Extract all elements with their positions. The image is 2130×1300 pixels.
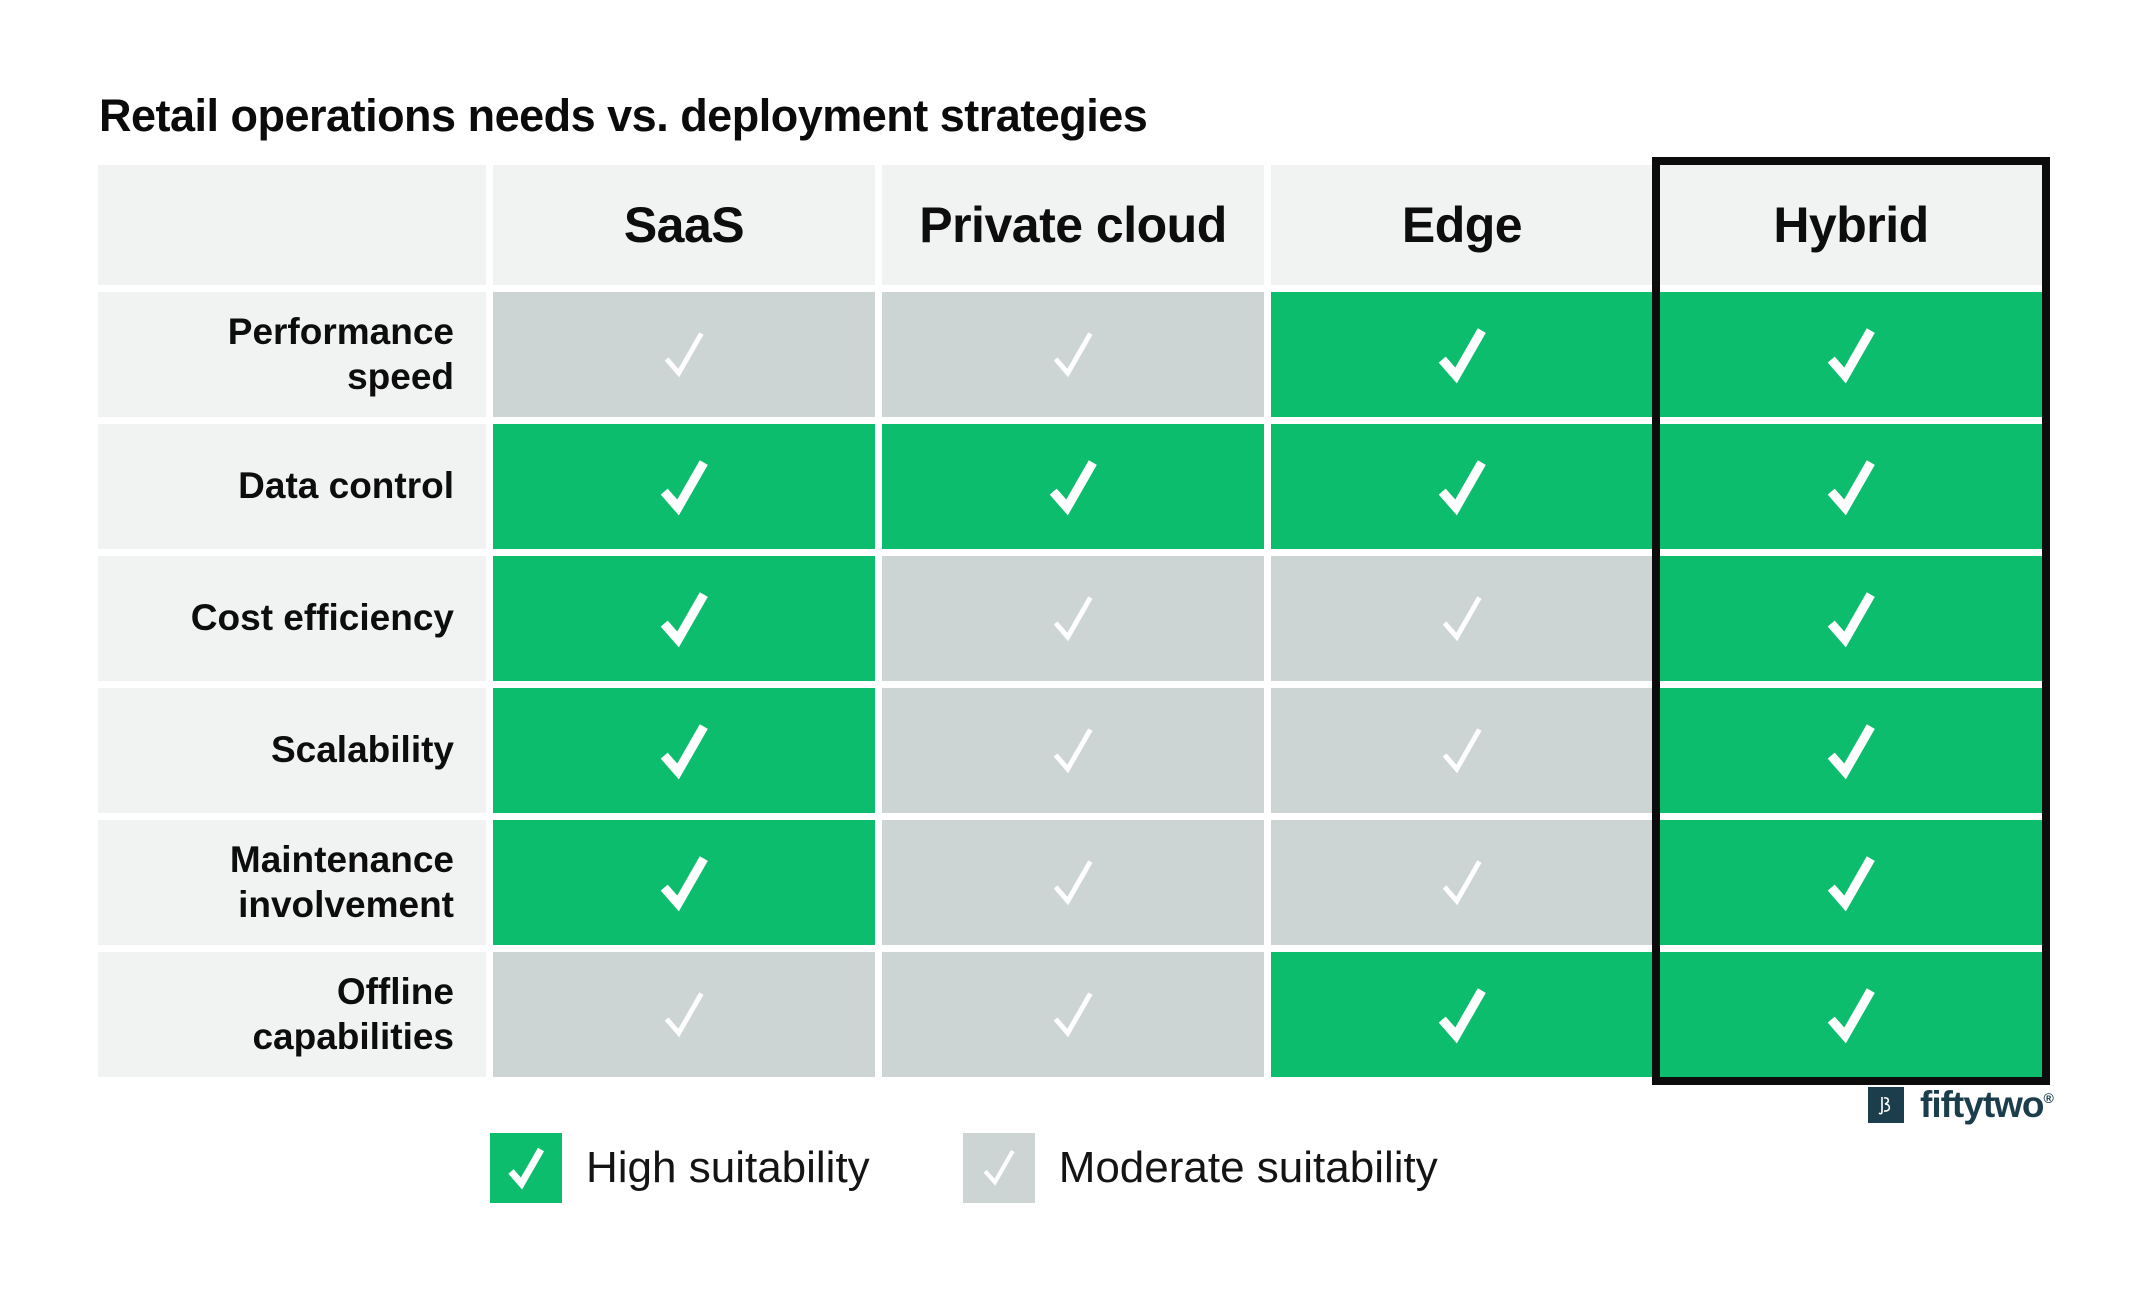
row-label: Maintenance involvement (98, 820, 486, 945)
suitability-cell-moderate (882, 688, 1264, 813)
suitability-cell-high (493, 820, 875, 945)
legend: High suitability Moderate suitability (490, 1133, 1438, 1203)
row-label: Cost efficiency (98, 556, 486, 681)
column-header-private-cloud: Private cloud (882, 165, 1264, 285)
check-icon (660, 855, 708, 911)
check-icon (1827, 987, 1875, 1043)
row-label: Performance speed (98, 292, 486, 417)
suitability-cell-moderate (882, 952, 1264, 1077)
suitability-cell-moderate (1271, 820, 1653, 945)
suitability-cell-moderate (1271, 688, 1653, 813)
legend-item-moderate: Moderate suitability (962, 1133, 1438, 1203)
check-icon (1053, 859, 1093, 905)
check-icon (1827, 591, 1875, 647)
column-header-edge: Edge (1271, 165, 1653, 285)
suitability-cell-high (1271, 952, 1653, 1077)
suitability-cell-high (493, 556, 875, 681)
column-header-saas: SaaS (493, 165, 875, 285)
check-icon (983, 1149, 1015, 1186)
suitability-cell-moderate (882, 820, 1264, 945)
table-corner-cell (98, 165, 486, 285)
suitability-cell-high (1660, 952, 2042, 1077)
check-icon (1442, 727, 1482, 773)
check-icon (1053, 991, 1093, 1037)
check-icon (1827, 459, 1875, 515)
check-icon (1053, 595, 1093, 641)
suitability-cell-high (1660, 292, 2042, 417)
legend-label: Moderate suitability (1058, 1143, 1438, 1192)
registered-trademark: ® (2043, 1090, 2054, 1106)
suitability-cell-moderate (882, 556, 1264, 681)
check-icon (1827, 855, 1875, 911)
check-icon (1827, 327, 1875, 383)
fiftytwo-logo: fiftytwo® (1868, 1086, 2054, 1123)
suitability-cell-high (1660, 556, 2042, 681)
check-icon (1438, 459, 1486, 515)
suitability-cell-high (1660, 424, 2042, 549)
fiftytwo-logo-text: fiftytwo® (1920, 1086, 2054, 1123)
suitability-cell-high (1660, 688, 2042, 813)
suitability-cell-high (493, 688, 875, 813)
column-header-hybrid: Hybrid (1660, 165, 2042, 285)
check-icon (660, 723, 708, 779)
suitability-cell-moderate (493, 292, 875, 417)
high-suitability-swatch (490, 1133, 562, 1203)
suitability-cell-high (882, 424, 1264, 549)
suitability-cell-high (1660, 820, 2042, 945)
page-title: Retail operations needs vs. deployment s… (99, 90, 1148, 141)
suitability-cell-moderate (493, 952, 875, 1077)
suitability-cell-moderate (882, 292, 1264, 417)
row-label: Offline capabilities (98, 952, 486, 1077)
check-icon (1438, 327, 1486, 383)
check-icon (508, 1147, 545, 1190)
legend-item-high: High suitability (490, 1133, 870, 1203)
suitability-cell-high (1271, 424, 1653, 549)
row-label: Data control (98, 424, 486, 549)
suitability-cell-high (1271, 292, 1653, 417)
moderate-suitability-swatch (962, 1133, 1035, 1203)
check-icon (1053, 331, 1093, 377)
legend-label: High suitability (586, 1143, 870, 1192)
check-icon (1442, 859, 1482, 905)
row-label: Scalability (98, 688, 486, 813)
check-icon (1053, 727, 1093, 773)
check-icon (664, 331, 704, 377)
fiftytwo-logo-icon (1868, 1086, 1904, 1123)
suitability-cell-moderate (1271, 556, 1653, 681)
check-icon (660, 591, 708, 647)
check-icon (1049, 459, 1097, 515)
logo-wordmark: fiftytwo (1920, 1084, 2045, 1125)
check-icon (1442, 595, 1482, 641)
suitability-cell-high (493, 424, 875, 549)
check-icon (1827, 723, 1875, 779)
check-icon (664, 991, 704, 1037)
check-icon (1438, 987, 1486, 1043)
check-icon (660, 459, 708, 515)
logo-monogram-icon (1878, 1096, 1891, 1114)
